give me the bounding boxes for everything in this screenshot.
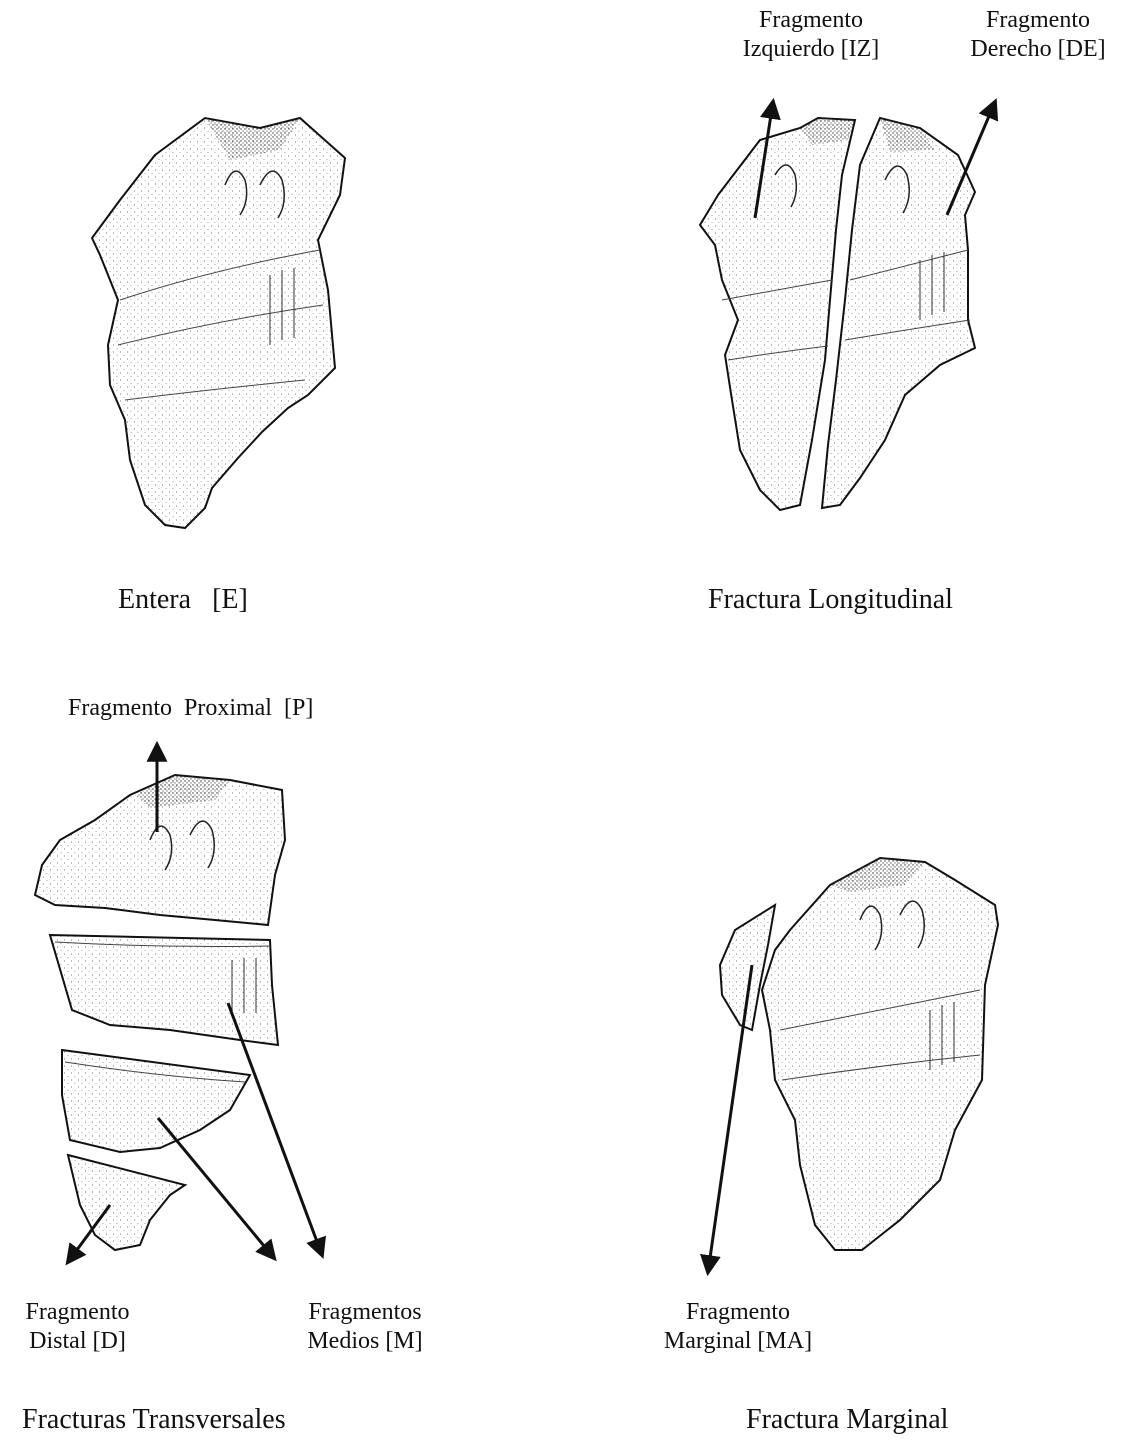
caption-longitudinal: Fractura Longitudinal xyxy=(708,584,953,616)
label-fragmento-distal: Fragmento Distal [D] xyxy=(0,1298,155,1356)
label-fragmento-proximal: Fragmento Proximal [P] xyxy=(68,694,313,723)
bone-fragment-derecho xyxy=(822,118,975,508)
bone-fragment-proximal xyxy=(35,775,285,925)
caption-entera: Entera [E] xyxy=(118,584,248,616)
label-fragmento-marginal: Fragmento Marginal [MA] xyxy=(638,1298,838,1356)
bone-whole xyxy=(92,118,345,528)
bone-main-marginal xyxy=(762,858,998,1250)
bone-fragment-medio-1 xyxy=(50,935,278,1045)
caption-transversales: Fracturas Transversales xyxy=(22,1404,286,1436)
label-fragmento-derecho: Fragmento Derecho [DE] xyxy=(948,6,1128,64)
label-fragmento-izquierdo: Fragmento Izquierdo [IZ] xyxy=(716,6,906,64)
caption-marginal: Fractura Marginal xyxy=(746,1404,948,1436)
arrow-marginal xyxy=(708,965,752,1272)
bone-fragment-medio-2 xyxy=(62,1050,250,1152)
label-fragmentos-medios: Fragmentos Medios [M] xyxy=(280,1298,450,1356)
